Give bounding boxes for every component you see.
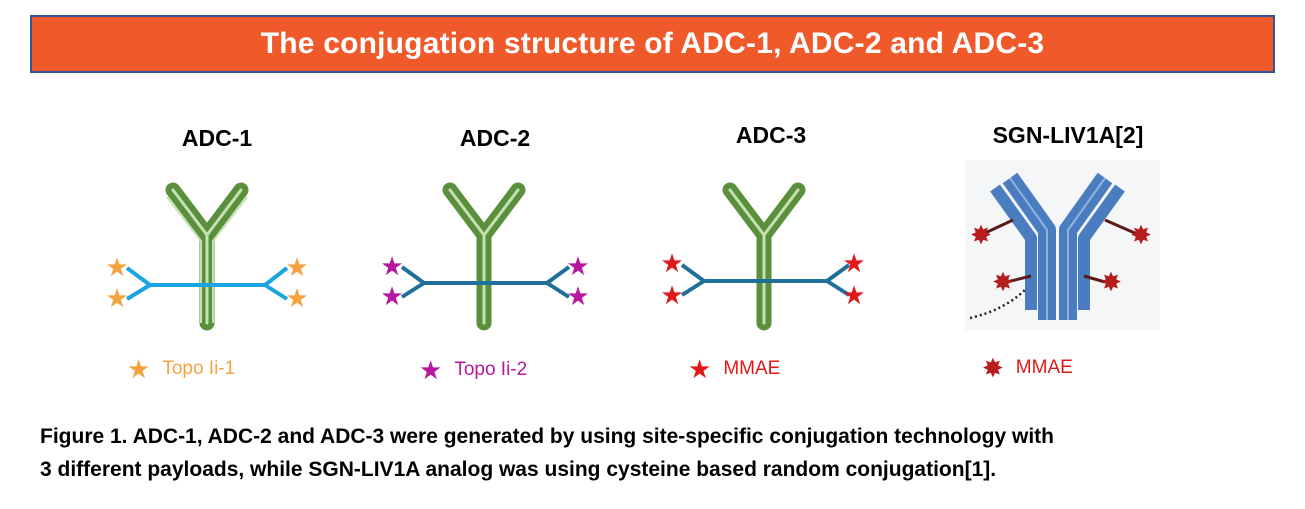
antibody-icon	[165, 182, 249, 331]
svg-text:★: ★	[566, 252, 589, 282]
antibody-icon	[990, 172, 1125, 320]
adc1-antibody-diagram: ★ ★ ★ ★	[105, 182, 309, 331]
title-banner: The conjugation structure of ADC-1, ADC-…	[30, 15, 1275, 73]
panel-title-adc1: ADC-1	[181, 125, 253, 151]
sgn-antibody-diagram: ✸ ✸ ✸ ✸	[965, 160, 1160, 330]
svg-text:★: ★	[105, 253, 128, 283]
svg-text:★: ★	[660, 249, 683, 279]
svg-text:★: ★	[285, 284, 308, 314]
linker-icon	[680, 263, 851, 297]
payload-burst-icon: ✸ ✸ ✸ ✸	[970, 221, 1152, 298]
svg-text:✸: ✸	[1100, 268, 1122, 298]
legend-sgn: ✸ MMAE	[982, 355, 1073, 381]
star-icon: ★	[688, 354, 712, 384]
antibody-icon	[722, 182, 806, 331]
panel-title-adc3: ADC-3	[735, 122, 807, 148]
svg-text:✸: ✸	[970, 221, 992, 251]
svg-text:★: ★	[380, 252, 403, 282]
svg-text:★: ★	[660, 281, 683, 311]
legend-adc2: ★ Topo Ii-2	[419, 357, 527, 383]
figure-caption: Figure 1. ADC-1, ADC-2 and ADC-3 were ge…	[40, 420, 1280, 486]
adc2-antibody-diagram: ★ ★ ★ ★	[380, 182, 590, 331]
antibody-icon	[442, 182, 526, 331]
star-icon: ★	[419, 355, 443, 385]
payload-star-icon: ★ ★ ★ ★	[105, 253, 308, 314]
linker-icon	[982, 218, 1138, 284]
legend-label: Topo Ii-2	[454, 359, 528, 380]
svg-text:✸: ✸	[1130, 221, 1152, 251]
svg-text:★: ★	[566, 282, 589, 312]
svg-text:★: ★	[842, 249, 865, 279]
panel-title-sgn: SGN-LIV1A[2]	[992, 122, 1144, 148]
caption-line-2: 3 different payloads, while SGN-LIV1A an…	[40, 458, 997, 481]
payload-star-icon: ★ ★ ★ ★	[380, 252, 589, 312]
legend-label: MMAE	[723, 358, 781, 379]
svg-text:★: ★	[285, 253, 308, 283]
svg-text:★: ★	[380, 282, 403, 312]
svg-text:★: ★	[105, 284, 128, 314]
payload-star-icon: ★ ★ ★ ★	[660, 249, 865, 311]
star-icon: ★	[127, 354, 151, 384]
legend-adc3: ★ MMAE	[688, 356, 780, 382]
dotted-curve	[969, 287, 1028, 320]
adc3-antibody-diagram: ★ ★ ★ ★	[660, 182, 866, 331]
legend-label: MMAE	[1015, 357, 1073, 378]
svg-text:✸: ✸	[992, 268, 1014, 298]
linker-icon	[400, 265, 571, 299]
svg-text:★: ★	[842, 281, 865, 311]
panel-title-adc2: ADC-2	[459, 125, 531, 151]
banner-title: The conjugation structure of ADC-1, ADC-…	[260, 27, 1045, 60]
legend-label: Topo Ii-1	[162, 358, 236, 379]
linker-icon	[125, 266, 289, 301]
burst-icon: ✸	[982, 353, 1004, 383]
caption-line-1: Figure 1. ADC-1, ADC-2 and ADC-3 were ge…	[40, 425, 1054, 448]
legend-adc1: ★ Topo Ii-1	[127, 356, 235, 382]
